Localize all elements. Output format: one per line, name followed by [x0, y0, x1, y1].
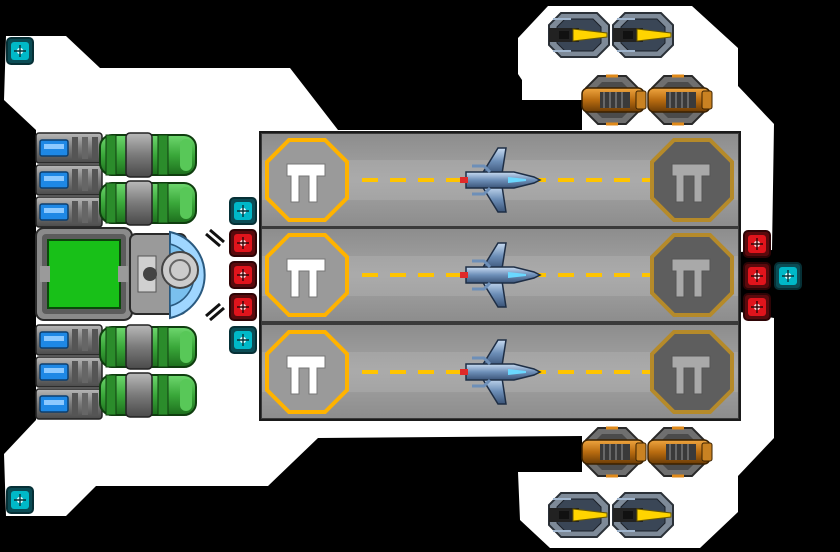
fuel-tank-icon[interactable] [99, 132, 197, 178]
status-light-red[interactable] [743, 262, 771, 290]
control-screen[interactable] [47, 239, 121, 309]
landing-pad-icon [650, 330, 734, 414]
hangar-bay-3[interactable] [262, 325, 738, 418]
hangar-bay-2[interactable] [262, 229, 738, 321]
launch-pad-icon [265, 233, 349, 317]
thruster-icon[interactable] [35, 196, 103, 228]
hangar-bays [259, 131, 741, 421]
thruster-icon[interactable] [35, 356, 103, 388]
reactor-dome-icon[interactable] [129, 228, 225, 322]
fuel-tank-icon[interactable] [99, 180, 197, 226]
status-light-cyan[interactable] [774, 262, 802, 290]
thruster-icon[interactable] [35, 132, 103, 164]
missile-pod-icon[interactable] [548, 492, 610, 538]
thruster-icon[interactable] [35, 324, 103, 356]
status-light-red[interactable] [743, 293, 771, 321]
landing-pad-icon [650, 233, 734, 317]
fuel-tank-icon[interactable] [99, 324, 197, 370]
missile-pod-icon[interactable] [548, 12, 610, 58]
status-light-cyan [6, 486, 34, 514]
status-light-cyan[interactable] [229, 326, 257, 354]
launch-pad-icon [265, 330, 349, 414]
status-light-red[interactable] [229, 261, 257, 289]
missile-pod-icon[interactable] [612, 12, 674, 58]
thruster-icon[interactable] [35, 164, 103, 196]
status-light-red[interactable] [229, 229, 257, 257]
status-light-red[interactable] [743, 230, 771, 258]
thruster-icon[interactable] [35, 388, 103, 420]
core-module[interactable] [35, 227, 225, 322]
status-light-cyan[interactable] [229, 197, 257, 225]
landing-pad-icon [650, 138, 734, 222]
status-light-red[interactable] [229, 293, 257, 321]
launch-pad-icon [265, 138, 349, 222]
hangar-bay-1[interactable] [262, 134, 738, 226]
status-light-cyan [6, 37, 34, 65]
fuel-tank-icon[interactable] [99, 372, 197, 418]
missile-pod-icon[interactable] [612, 492, 674, 538]
